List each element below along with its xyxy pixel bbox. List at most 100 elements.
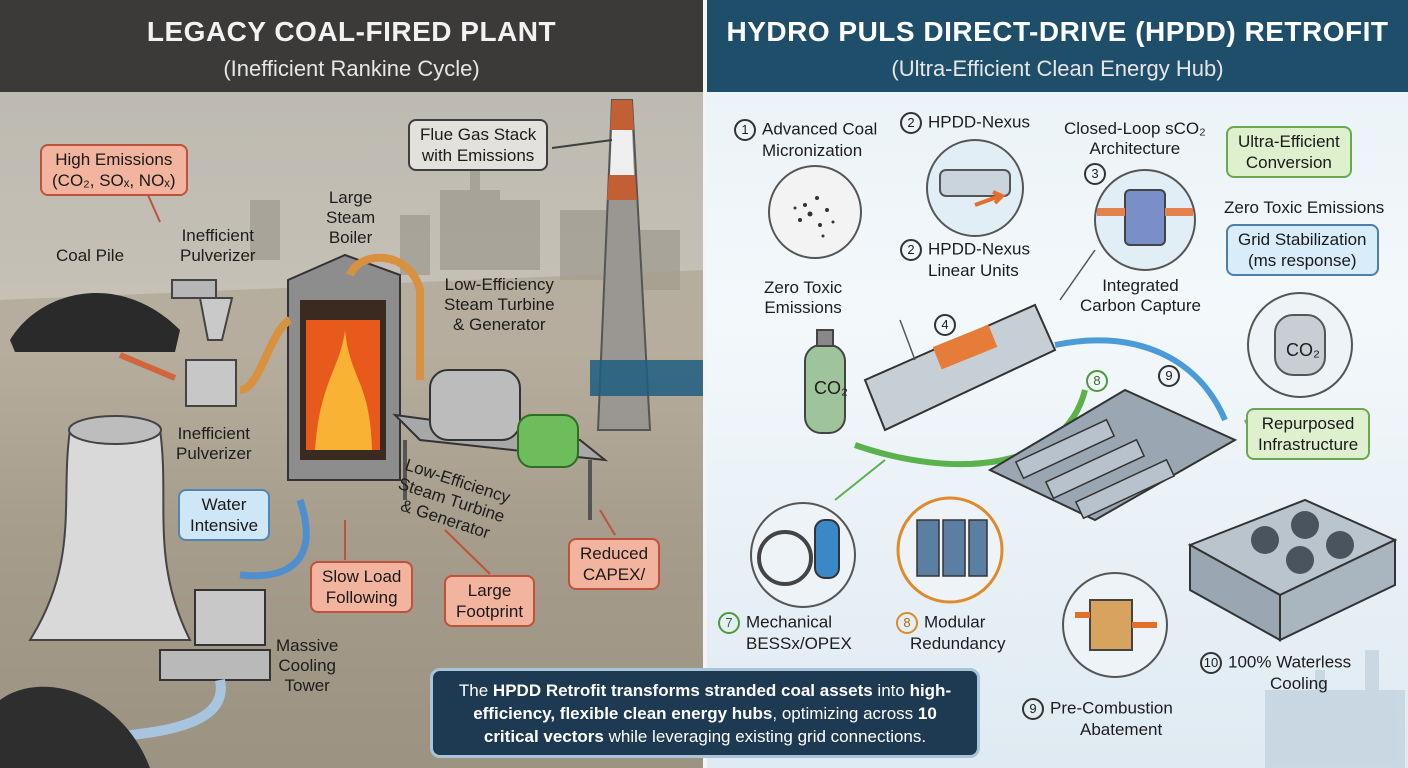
boiler-label: Large Steam Boiler bbox=[326, 188, 375, 248]
transition-arrow bbox=[590, 360, 705, 396]
item9-line2: Abatement bbox=[1080, 720, 1163, 739]
carbon-capture-label: Integrated Carbon Capture bbox=[1080, 276, 1201, 316]
water-intensive-callout: Water Intensive bbox=[178, 489, 271, 541]
coal-pile-label: Coal Pile bbox=[56, 246, 125, 265]
item2-number: 2 bbox=[900, 112, 922, 134]
legacy-plant-panel bbox=[0, 0, 705, 768]
summary-part3: , optimizing across bbox=[772, 704, 918, 723]
slow-load-callout: Slow Load Following bbox=[310, 561, 414, 613]
summary-part2: into bbox=[872, 681, 910, 700]
coal-pile bbox=[10, 292, 180, 352]
water-flow-arrow bbox=[239, 498, 310, 580]
cooling-tower bbox=[28, 429, 192, 641]
high-emissions-line2: (CO₂, SOₓ, NOₓ) bbox=[52, 171, 176, 190]
item10-number: 10 bbox=[1200, 652, 1222, 674]
coal-arrow bbox=[118, 352, 177, 381]
item1-line1: Advanced Coal bbox=[762, 119, 878, 139]
high-emissions-callout: High Emissions (CO₂, SOₓ, NOₓ) bbox=[40, 144, 188, 196]
pulverizer-top-label: Inefficient Pulverizer bbox=[180, 226, 256, 266]
item4-number: 4 bbox=[934, 314, 956, 336]
item2b-line2: Linear Units bbox=[928, 261, 1019, 280]
item7-line2: BESSx/OPEX bbox=[746, 634, 852, 653]
summary-part1: The bbox=[458, 681, 493, 700]
pulverizer-bottom-line2: Pulverizer bbox=[176, 444, 252, 463]
pulverizer-bottom-label: Inefficient Pulverizer bbox=[176, 424, 252, 464]
summary-bold3: 10 critical vectors bbox=[483, 704, 937, 746]
water-line2: Intensive bbox=[190, 516, 259, 535]
item9-top-number: 9 bbox=[1158, 365, 1180, 387]
grid-line2: (ms response) bbox=[1247, 251, 1357, 270]
item8-top-number: 8 bbox=[1086, 370, 1108, 392]
blue-loop bbox=[1054, 337, 1228, 422]
zero-toxic-left-line2: Emissions bbox=[764, 298, 842, 317]
item4-marker: 4 bbox=[934, 314, 962, 336]
item10-line2: Cooling bbox=[1270, 674, 1328, 693]
turbine-top-line3: & Generator bbox=[452, 315, 546, 334]
item9-number: 9 bbox=[1022, 698, 1044, 720]
retrofit-subtitle: (Ultra-Efficient Clean Energy Hub) bbox=[891, 56, 1224, 81]
legacy-plant-illustration bbox=[0, 31, 705, 768]
repurposed-line1: Repurposed bbox=[1261, 414, 1355, 433]
retrofit-header: HYDRO PULS DIRECT-DRIVE (HPDD) RETROFIT … bbox=[707, 0, 1408, 92]
large-footprint-line1: Large bbox=[467, 581, 512, 600]
summary-part4: while leveraging existing grid connectio… bbox=[603, 727, 927, 746]
grid-stabilization-callout: Grid Stabilization (ms response) bbox=[1226, 224, 1379, 276]
waterless-cooling-unit bbox=[1187, 498, 1398, 642]
modular-units-array bbox=[987, 388, 1238, 522]
zero-toxic-left-label: Zero Toxic Emissions bbox=[764, 278, 842, 318]
micronization-circle bbox=[768, 165, 862, 259]
pulverizer-top-line1: Inefficient bbox=[181, 226, 255, 245]
item2-label: 2 HPDD-Nexus bbox=[900, 112, 1030, 134]
ultra-line1: Ultra-Efficient bbox=[1238, 132, 1340, 151]
grid-line1: Grid Stabilization bbox=[1238, 230, 1367, 249]
flue-stack-callout: Flue Gas Stack with Emissions bbox=[408, 119, 549, 171]
closed-loop-line1: Closed-Loop sCO₂ bbox=[1064, 119, 1206, 138]
item8-number: 8 bbox=[896, 612, 918, 634]
pulverizer-bottom-line1: Inefficient bbox=[177, 424, 251, 443]
high-emissions-line1: High Emissions bbox=[55, 150, 173, 169]
green-loop bbox=[854, 389, 1088, 468]
boiler-line1: Large bbox=[328, 188, 373, 207]
item9-line1: Pre-Combustion bbox=[1050, 698, 1173, 718]
legacy-header: LEGACY COAL-FIRED PLANT (Inefficient Ran… bbox=[0, 0, 703, 92]
zero-toxic-right-label: Zero Toxic Emissions bbox=[1224, 198, 1385, 217]
cooling-tower-label: Massive Cooling Tower bbox=[276, 636, 338, 696]
item1-line2: Micronization bbox=[762, 141, 863, 160]
co2-vessel-label: CO₂ bbox=[1286, 340, 1320, 360]
boiler-line2: Steam bbox=[326, 208, 376, 227]
repurposed-line2: Infrastructure bbox=[1258, 435, 1359, 454]
pulverizer bbox=[171, 279, 237, 407]
boiler-line3: Boiler bbox=[328, 228, 373, 247]
cooling-line2: Cooling bbox=[278, 656, 336, 675]
item9-top-marker: 9 bbox=[1158, 365, 1186, 387]
legacy-subtitle: (Inefficient Rankine Cycle) bbox=[223, 56, 480, 81]
turbine-top-label: Low-Efficiency Steam Turbine & Generator bbox=[444, 275, 555, 335]
cooling-line3: Tower bbox=[284, 676, 330, 695]
item7-number: 7 bbox=[718, 612, 740, 634]
carbon-line1: Integrated bbox=[1102, 276, 1179, 295]
water-line1: Water bbox=[201, 495, 247, 514]
pulverizer-top-line2: Pulverizer bbox=[180, 246, 256, 265]
slow-load-line2: Following bbox=[325, 588, 398, 607]
flue-stack-line2: with Emissions bbox=[421, 146, 535, 165]
reduced-capex-line2: CAPEX/ bbox=[582, 565, 646, 584]
retrofit-illustration bbox=[750, 139, 1405, 768]
slow-load-line1: Slow Load bbox=[322, 567, 402, 586]
legacy-title: LEGACY COAL-FIRED PLANT bbox=[146, 16, 557, 47]
large-footprint-callout: Large Footprint bbox=[444, 575, 536, 627]
retrofit-title: HYDRO PULS DIRECT-DRIVE (HPDD) RETROFIT bbox=[726, 16, 1389, 47]
co2-tank-label: CO₂ bbox=[814, 378, 848, 398]
item2-title: HPDD-Nexus bbox=[928, 112, 1031, 132]
flue-stack-line1: Flue Gas Stack bbox=[420, 125, 537, 144]
item2b-line1: HPDD-Nexus bbox=[928, 239, 1031, 259]
summary-bold2: high-efficiency, flexible clean energy h… bbox=[473, 681, 952, 723]
item2b-number: 2 bbox=[900, 239, 922, 261]
item8-top-marker: 8 bbox=[1086, 370, 1114, 392]
item9-label: 9 Pre-Combustion Abatement bbox=[1022, 698, 1173, 740]
ultra-efficient-callout: Ultra-Efficient Conversion bbox=[1226, 126, 1352, 178]
closed-loop-line2: Architecture bbox=[1089, 139, 1181, 158]
closed-loop-label: Closed-Loop sCO₂ Architecture bbox=[1064, 119, 1206, 159]
